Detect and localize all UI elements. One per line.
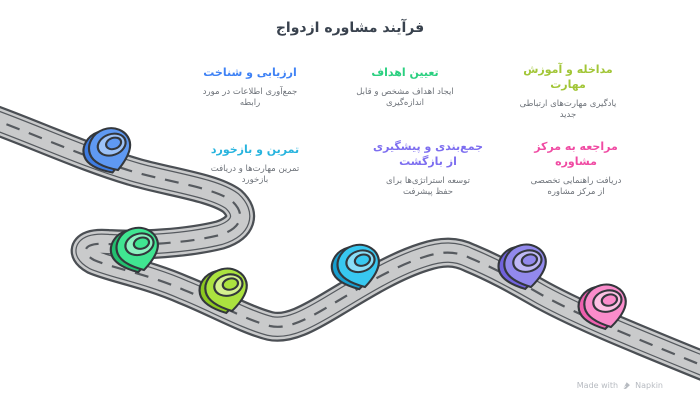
- step-evaluation-body: جمع‌آوری اطلاعات در مورد رابطه: [202, 86, 298, 109]
- step-practice-feedback-heading: تمرین و بازخورد: [210, 143, 300, 156]
- map-pin-5: [497, 243, 547, 291]
- map-pin-1: [82, 127, 132, 174]
- map-pin-2: [109, 226, 159, 274]
- map-pin-3: [198, 267, 248, 315]
- step-goal-setting-body: ایجاد اهداف مشخص و قابل اندازه‌گیری: [356, 86, 454, 109]
- step-practice-feedback-body: تمرین مهارت‌ها و دریافت بازخورد: [210, 163, 300, 186]
- step-goal-setting: تعیین اهداف ایجاد اهداف مشخص و قابل اندا…: [326, 66, 484, 110]
- step-evaluation: ارزیابی و شناخت جمع‌آوری اطلاعات در مورد…: [168, 66, 332, 110]
- step-relapse-prevention: جمع‌بندی و پیشگیری از بازگشت توسعه استرا…: [350, 140, 506, 199]
- step-counseling-center-body: دریافت راهنمایی تخصصی از مرکز مشاوره: [530, 175, 622, 198]
- page-title: فرآیند مشاوره ازدواج: [275, 20, 425, 36]
- step-relapse-prevention-heading: جمع‌بندی و پیشگیری از بازگشت: [373, 140, 483, 168]
- step-relapse-prevention-body: توسعه استراتژی‌ها برای حفظ پیشرفت: [386, 175, 470, 198]
- watermark: Made with Napkin: [577, 381, 663, 390]
- map-pin-4: [330, 243, 380, 291]
- watermark-prefix: Made with: [576, 381, 619, 390]
- map-pin-6: [577, 283, 627, 331]
- watermark-brand: Napkin: [635, 381, 663, 390]
- step-goal-setting-heading: تعیین اهداف: [371, 66, 439, 79]
- step-practice-feedback: تمرین و بازخورد تمرین مهارت‌ها و دریافت …: [173, 143, 337, 187]
- step-evaluation-heading: ارزیابی و شناخت: [203, 66, 297, 79]
- napkin-logo-icon: [622, 382, 631, 390]
- step-intervention-heading: مداخله و آموزش مهارت: [523, 63, 613, 91]
- step-counseling-center-heading: مراجعه به مرکز مشاوره: [534, 140, 618, 168]
- step-counseling-center: مراجعه به مرکز مشاوره دریافت راهنمایی تخ…: [500, 140, 652, 199]
- step-intervention: مداخله و آموزش مهارت یادگیری مهارت‌های ا…: [490, 63, 646, 122]
- step-intervention-body: یادگیری مهارت‌های ارتباطی جدید: [519, 98, 617, 121]
